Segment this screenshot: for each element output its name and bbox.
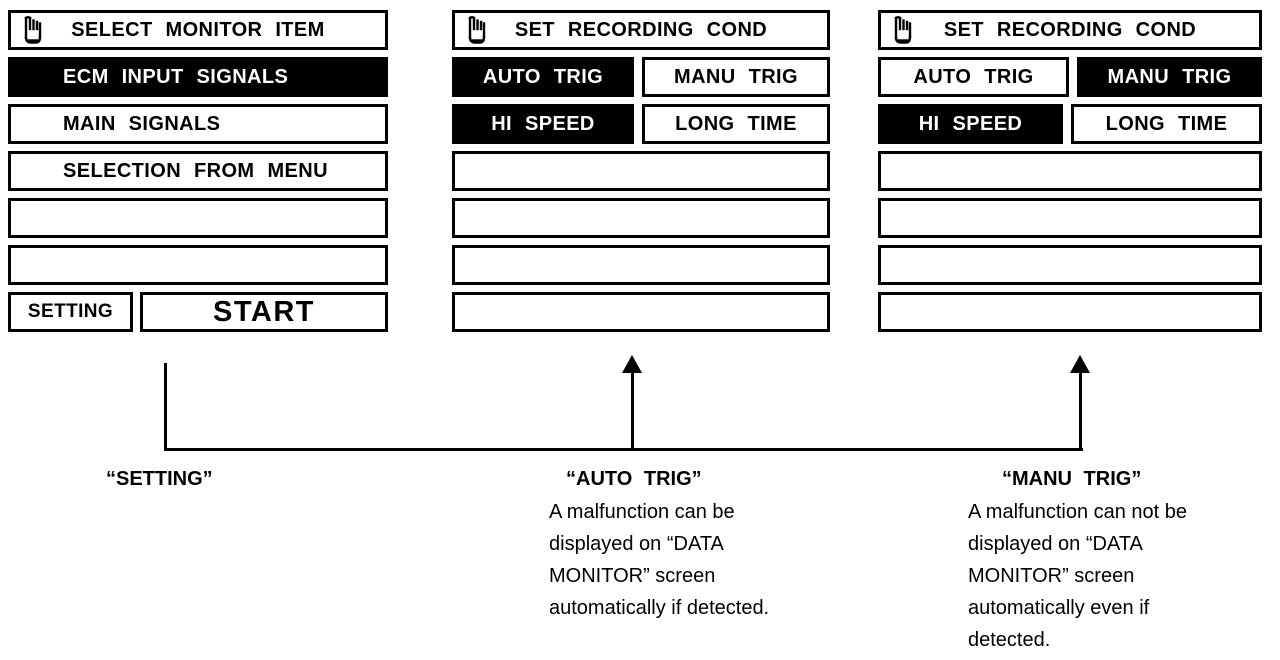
menu-item-label: ECM INPUT SIGNALS — [63, 65, 289, 88]
select-monitor-item-screen: SELECT MONITOR ITEM ECM INPUT SIGNALS MA… — [8, 10, 388, 332]
arrow-line-auto-trig — [631, 372, 634, 450]
start-button-label: START — [212, 295, 315, 328]
annotation-manu-trig-label: “MANU TRIG” — [1002, 468, 1142, 490]
text-line: A malfunction can be — [549, 501, 735, 523]
set-recording-cond-screen-auto: SET RECORDING COND AUTO TRIG MANU TRIG H… — [452, 10, 830, 332]
auto-trig-button[interactable]: AUTO TRIG — [878, 57, 1069, 97]
connector-vertical-line-setting — [164, 363, 167, 451]
text-line: displayed on “DATA — [549, 533, 724, 555]
long-time-button[interactable]: LONG TIME — [1071, 104, 1262, 144]
text-line: MONITOR” screen — [968, 565, 1135, 587]
manu-trig-label: MANU TRIG — [1107, 65, 1232, 88]
annotation-auto-trig-label: “AUTO TRIG” — [566, 468, 702, 490]
menu-item-label: SELECTION FROM MENU — [63, 159, 328, 182]
connector-horizontal-line — [164, 448, 1083, 451]
text-line: automatically if detected. — [549, 597, 770, 619]
long-time-button[interactable]: LONG TIME — [642, 104, 830, 144]
menu-item-main-signals[interactable]: MAIN SIGNALS — [8, 104, 388, 144]
screen-footer: SETTING START — [8, 292, 388, 332]
auto-trig-label: AUTO TRIG — [482, 65, 604, 88]
speed-row: HI SPEED LONG TIME — [452, 104, 830, 144]
arrow-line-manu-trig — [1079, 372, 1082, 450]
manu-trig-button[interactable]: MANU TRIG — [642, 57, 830, 97]
hi-speed-label: HI SPEED — [918, 112, 1023, 135]
screen-title: SELECT MONITOR ITEM — [71, 18, 325, 41]
menu-item-label: MAIN SIGNALS — [63, 112, 221, 135]
blank-row — [8, 245, 388, 285]
annotation-manu-trig-text: A malfunction can not be displayed on “D… — [968, 496, 1187, 656]
start-button[interactable]: START — [140, 292, 388, 332]
auto-trig-button[interactable]: AUTO TRIG — [452, 57, 634, 97]
pointing-hand-icon — [19, 16, 45, 46]
hi-speed-button[interactable]: HI SPEED — [878, 104, 1063, 144]
annotation-auto-trig-text: A malfunction can be displayed on “DATA … — [549, 496, 769, 624]
blank-row — [452, 151, 830, 191]
trigger-row: AUTO TRIG MANU TRIG — [452, 57, 830, 97]
set-recording-cond-screen-manu: SET RECORDING COND AUTO TRIG MANU TRIG H… — [878, 10, 1262, 332]
screen-title: SET RECORDING COND — [943, 18, 1197, 41]
screen-header-select-monitor-item: SELECT MONITOR ITEM — [8, 10, 388, 50]
blank-row — [452, 292, 830, 332]
text-line: automatically even if — [968, 597, 1150, 619]
text-line: detected. — [968, 629, 1051, 651]
pointing-hand-icon — [889, 16, 915, 46]
blank-row — [452, 198, 830, 238]
long-time-label: LONG TIME — [1105, 112, 1228, 135]
up-arrow-icon-manu-trig — [1070, 355, 1090, 373]
manu-trig-label: MANU TRIG — [674, 65, 798, 88]
text-line: displayed on “DATA — [968, 533, 1143, 555]
setting-button-label: SETTING — [27, 301, 114, 322]
pointing-hand-icon — [463, 16, 489, 46]
blank-row — [8, 198, 388, 238]
blank-row — [452, 245, 830, 285]
annotation-setting-label: “SETTING” — [106, 468, 213, 490]
trigger-row: AUTO TRIG MANU TRIG — [878, 57, 1262, 97]
menu-item-selection-from-menu[interactable]: SELECTION FROM MENU — [8, 151, 388, 191]
manu-trig-button[interactable]: MANU TRIG — [1077, 57, 1262, 97]
screen-title: SET RECORDING COND — [514, 18, 768, 41]
screen-header-set-recording-cond: SET RECORDING COND — [878, 10, 1262, 50]
speed-row: HI SPEED LONG TIME — [878, 104, 1262, 144]
menu-item-ecm-input-signals[interactable]: ECM INPUT SIGNALS — [8, 57, 388, 97]
text-line: A malfunction can not be — [968, 501, 1188, 523]
setting-button[interactable]: SETTING — [8, 292, 133, 332]
blank-row — [878, 245, 1262, 285]
blank-row — [878, 198, 1262, 238]
screen-header-set-recording-cond: SET RECORDING COND — [452, 10, 830, 50]
long-time-label: LONG TIME — [675, 112, 797, 135]
hi-speed-button[interactable]: HI SPEED — [452, 104, 634, 144]
blank-row — [878, 151, 1262, 191]
hi-speed-label: HI SPEED — [491, 112, 595, 135]
blank-row — [878, 292, 1262, 332]
up-arrow-icon-auto-trig — [622, 355, 642, 373]
auto-trig-label: AUTO TRIG — [913, 65, 1034, 88]
text-line: MONITOR” screen — [549, 565, 716, 587]
